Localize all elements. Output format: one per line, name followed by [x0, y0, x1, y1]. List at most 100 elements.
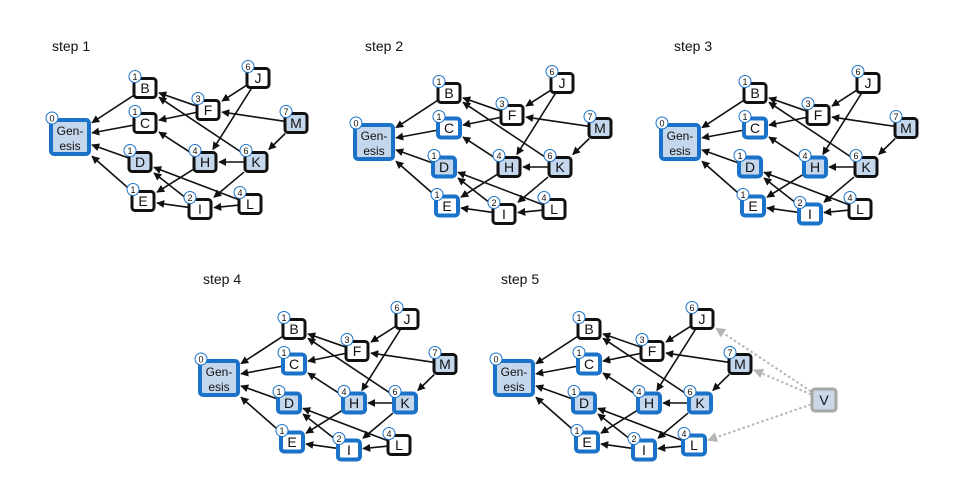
- score-value: 6: [245, 62, 250, 72]
- score-value: 1: [130, 185, 135, 195]
- node-K: K6: [683, 385, 713, 415]
- edge-I-E: [766, 205, 799, 214]
- node-E: E1: [736, 188, 766, 218]
- node-B: B1: [738, 75, 768, 104]
- score-badge: [191, 92, 205, 105]
- edge-J-H: [822, 93, 863, 156]
- score-value: 1: [576, 348, 581, 358]
- node-label: F: [814, 107, 823, 123]
- edge-L-I: [657, 443, 683, 452]
- node-L: L4: [537, 191, 567, 220]
- score-value: 6: [687, 387, 692, 397]
- node-J: J6: [390, 301, 420, 330]
- score-badge: [632, 385, 646, 398]
- score-value: 4: [541, 193, 546, 203]
- node-box: [571, 391, 597, 415]
- score-value: 1: [279, 426, 284, 436]
- node-H: H4: [632, 385, 662, 415]
- node-D: D1: [567, 385, 597, 415]
- edge-K-B: [602, 337, 689, 396]
- score-badge: [337, 385, 351, 398]
- score-badge: [889, 110, 903, 123]
- node-label: E: [582, 434, 591, 450]
- edge-H-E: [156, 168, 194, 193]
- step-title: step 1: [52, 38, 90, 54]
- node-C: C1: [738, 110, 768, 140]
- score-value: 7: [432, 348, 437, 358]
- node-H: H4: [798, 149, 828, 179]
- score-badge: [843, 191, 857, 204]
- node-box: [341, 391, 367, 415]
- node-L: L4: [382, 427, 412, 456]
- edge-F-B: [768, 96, 807, 112]
- edge-D-Genesis: [395, 148, 433, 164]
- score-badge: [849, 149, 863, 162]
- score-badge: [432, 75, 446, 88]
- score-value: 3: [639, 335, 644, 345]
- edge-L-D: [302, 407, 388, 442]
- node-box: [687, 391, 713, 415]
- edge-J-H: [361, 329, 402, 392]
- node-B: B1: [572, 311, 602, 340]
- score-value: 2: [336, 434, 341, 444]
- node-label: E: [138, 193, 147, 209]
- score-badge: [128, 105, 142, 118]
- node-label: D: [745, 159, 755, 175]
- score-badge: [583, 110, 597, 123]
- node-J: J6: [241, 60, 271, 89]
- node-label: K: [555, 159, 565, 175]
- node-box: [740, 194, 766, 218]
- score-badge: [627, 432, 641, 445]
- node-B: B1: [432, 75, 462, 104]
- score-badge: [487, 196, 501, 209]
- step-title: step 2: [365, 38, 403, 54]
- node-label: D: [439, 159, 449, 175]
- score-badge: [685, 301, 699, 314]
- node-label: esis: [363, 144, 384, 158]
- node-box: [187, 198, 213, 220]
- node-F: F3: [801, 97, 831, 126]
- node-box: [281, 352, 307, 376]
- node-F: F3: [635, 333, 665, 362]
- node-M: M7: [723, 346, 753, 375]
- edge-K-I: [213, 171, 245, 198]
- node-label: K: [861, 159, 871, 175]
- node-C: C1: [128, 105, 158, 134]
- score-badge: [332, 432, 346, 445]
- edge-F-B: [158, 91, 197, 107]
- edge-M-K: [712, 373, 730, 392]
- node-label: M: [439, 356, 451, 372]
- score-badge: [798, 149, 812, 162]
- score-value: 4: [386, 429, 391, 439]
- score-value: 1: [737, 151, 742, 161]
- edge-H-C: [602, 372, 638, 396]
- node-label: L: [690, 437, 698, 453]
- score-value: 1: [431, 151, 436, 161]
- node-box: [499, 104, 525, 126]
- node-label: F: [508, 107, 517, 123]
- node-box: [132, 77, 158, 99]
- edge-L-D: [597, 407, 683, 442]
- node-label: L: [395, 437, 403, 453]
- node-J: J6: [685, 301, 715, 330]
- edge-B-Genesis: [701, 100, 744, 129]
- node-box: [636, 391, 662, 415]
- score-badge: [851, 65, 865, 78]
- node-F: F3: [191, 92, 221, 121]
- score-badge: [723, 346, 737, 359]
- edge-L-D: [153, 166, 239, 201]
- node-box: [493, 359, 535, 397]
- node-label: D: [135, 154, 145, 170]
- score-value: 2: [491, 198, 496, 208]
- edge-F-C: [602, 352, 641, 364]
- node-label: J: [699, 311, 706, 327]
- edge-B-Genesis: [91, 95, 134, 124]
- node-label: H: [810, 159, 820, 175]
- node-C: C1: [572, 346, 602, 376]
- score-value: 1: [571, 387, 576, 397]
- node-label: C: [140, 115, 150, 131]
- score-value: 3: [499, 99, 504, 109]
- score-badge: [277, 346, 291, 359]
